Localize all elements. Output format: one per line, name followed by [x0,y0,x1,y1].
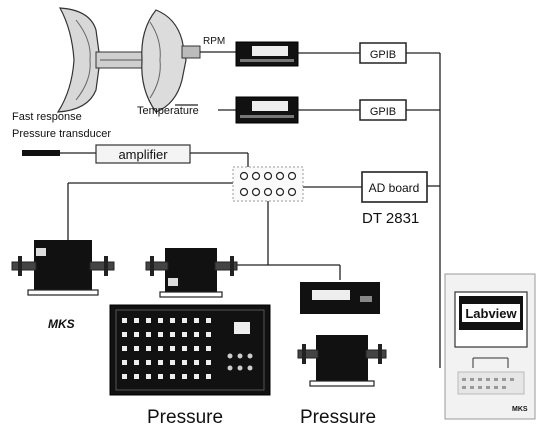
labview-brand-label: MKS [512,406,528,413]
transducer-label-line2: Pressure transducer [12,128,111,140]
rpm-label: RPM [203,36,225,47]
ad-board-box: AD board [361,171,428,203]
amplifier-box: amplifier [95,144,191,164]
mks-transducer-icon [11,240,115,296]
pressure-transducer-icon [22,150,60,156]
temperature-display-icon [235,96,299,124]
transducer-label-line1: Fast response [12,111,82,123]
turbocharger-icon [56,7,236,113]
ad-board-label: AD board [369,181,420,195]
gpib-label-2: GPIB [370,106,396,118]
pressure-scanner-panel-icon [109,304,271,396]
pressure-transducer-middle-icon [145,248,238,298]
connector-block [232,166,304,202]
rpm-display-icon [235,41,299,67]
labview-computer-icon: Labview MKS [444,273,536,420]
amplifier-label: amplifier [118,147,168,162]
dt-model-label: DT 2831 [362,210,419,227]
pressure-transducer-right-icon [297,335,387,387]
temperature-label: Temperature [137,105,199,117]
labview-label: Labview [465,306,517,321]
mks-label: MKS [48,317,75,331]
pressure-readout-icon [300,282,380,314]
gpib-box-1: GPIB [359,42,407,64]
gpib-box-2: GPIB [359,99,407,121]
pressure-label-2: Pressure [300,407,376,428]
gpib-label-1: GPIB [370,49,396,61]
pressure-label-1: Pressure [147,407,223,428]
